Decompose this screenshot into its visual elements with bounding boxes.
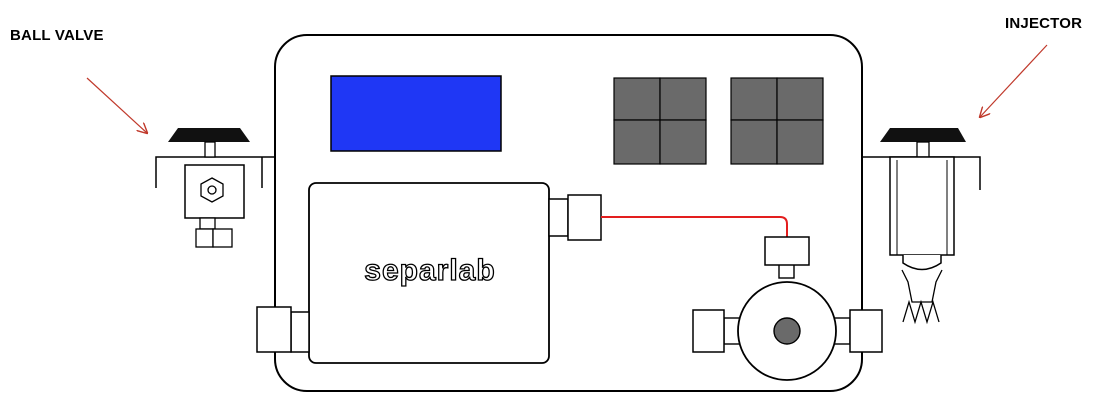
injector-pointer-arrow <box>980 44 1048 117</box>
ball-valve-label: BALL VALVE <box>10 27 104 44</box>
outlet-nut <box>567 194 602 241</box>
keypad-key[interactable] <box>776 119 824 165</box>
tubing <box>601 216 788 237</box>
keypad-key[interactable] <box>730 77 778 121</box>
injector-label: INJECTOR <box>1005 15 1083 32</box>
ball-valve-outlet <box>199 217 216 230</box>
ball-valve-nut-left <box>195 228 214 248</box>
display-screen[interactable] <box>330 75 502 152</box>
injector-needle-port <box>901 269 943 303</box>
injector[interactable] <box>862 128 981 325</box>
valve-top-port <box>764 236 810 266</box>
injector-stem <box>916 141 930 158</box>
ball-valve-handle[interactable] <box>168 128 250 142</box>
inlet-fitting <box>290 311 310 353</box>
keypad-key[interactable] <box>613 119 661 165</box>
hex-nut-icon <box>200 177 224 203</box>
injector-collar <box>902 255 942 271</box>
valve-top-port-fitting <box>778 263 795 279</box>
outlet-fitting <box>548 198 569 237</box>
injector-body <box>889 156 955 256</box>
injector-handle[interactable] <box>880 128 966 142</box>
ball-valve-nut-right <box>212 228 233 248</box>
keypad-key[interactable] <box>730 119 778 165</box>
injector-spring-icon <box>902 299 940 325</box>
keypad-right <box>730 77 824 165</box>
rotor-icon[interactable] <box>773 317 801 345</box>
valve-left-port <box>692 309 725 353</box>
keypad-left <box>613 77 707 165</box>
inlet-nut <box>256 306 292 353</box>
keypad-key[interactable] <box>659 119 707 165</box>
ball-valve[interactable] <box>155 128 274 248</box>
valve-right-port <box>849 309 883 353</box>
injection-valve[interactable] <box>692 236 883 381</box>
ball-valve-pointer-arrow <box>86 77 147 133</box>
keypad-key[interactable] <box>613 77 661 121</box>
keypad-key[interactable] <box>776 77 824 121</box>
ball-valve-stem <box>204 141 216 158</box>
ball-valve-bracket <box>155 156 274 188</box>
pump-module <box>308 182 550 364</box>
brand-logo: separlab <box>364 254 495 287</box>
keypad-key[interactable] <box>659 77 707 121</box>
